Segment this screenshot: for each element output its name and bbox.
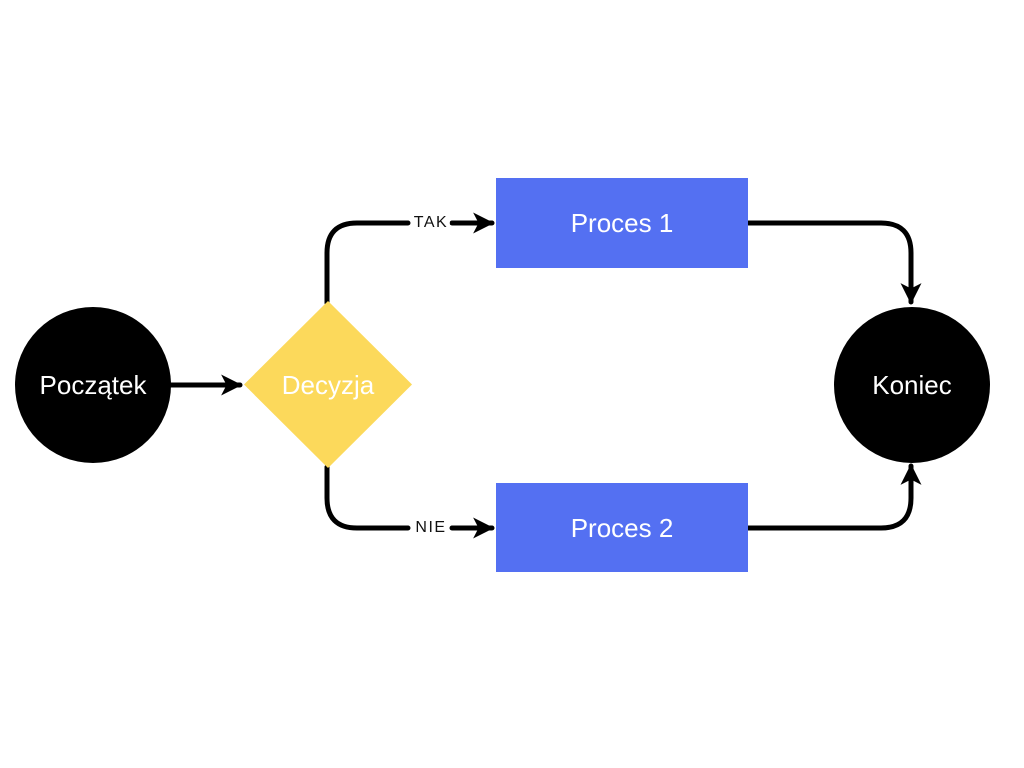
edge-process1-to-end [745, 220, 922, 305]
edge-label-nie: NIE [413, 519, 449, 537]
edge-process2-to-end [745, 463, 922, 531]
node-start-circle: Początek [15, 307, 171, 463]
node-end-label: Koniec [872, 370, 952, 400]
edge-decision-down-elbow [324, 464, 411, 531]
edge-label-tak: TAK [411, 214, 451, 232]
node-process2-label: Proces 2 [570, 512, 674, 543]
edge-decision-up-elbow [324, 220, 411, 306]
node-process1-label: Proces 1 [570, 208, 674, 238]
node-end-circle: Koniec [834, 307, 990, 463]
node-process2-rect: Proces 2 [496, 483, 748, 572]
node-process1-rect: Proces 1 [496, 178, 748, 268]
node-start-label: Początek [39, 370, 147, 400]
node-decision-label: Decyzja [281, 369, 375, 400]
